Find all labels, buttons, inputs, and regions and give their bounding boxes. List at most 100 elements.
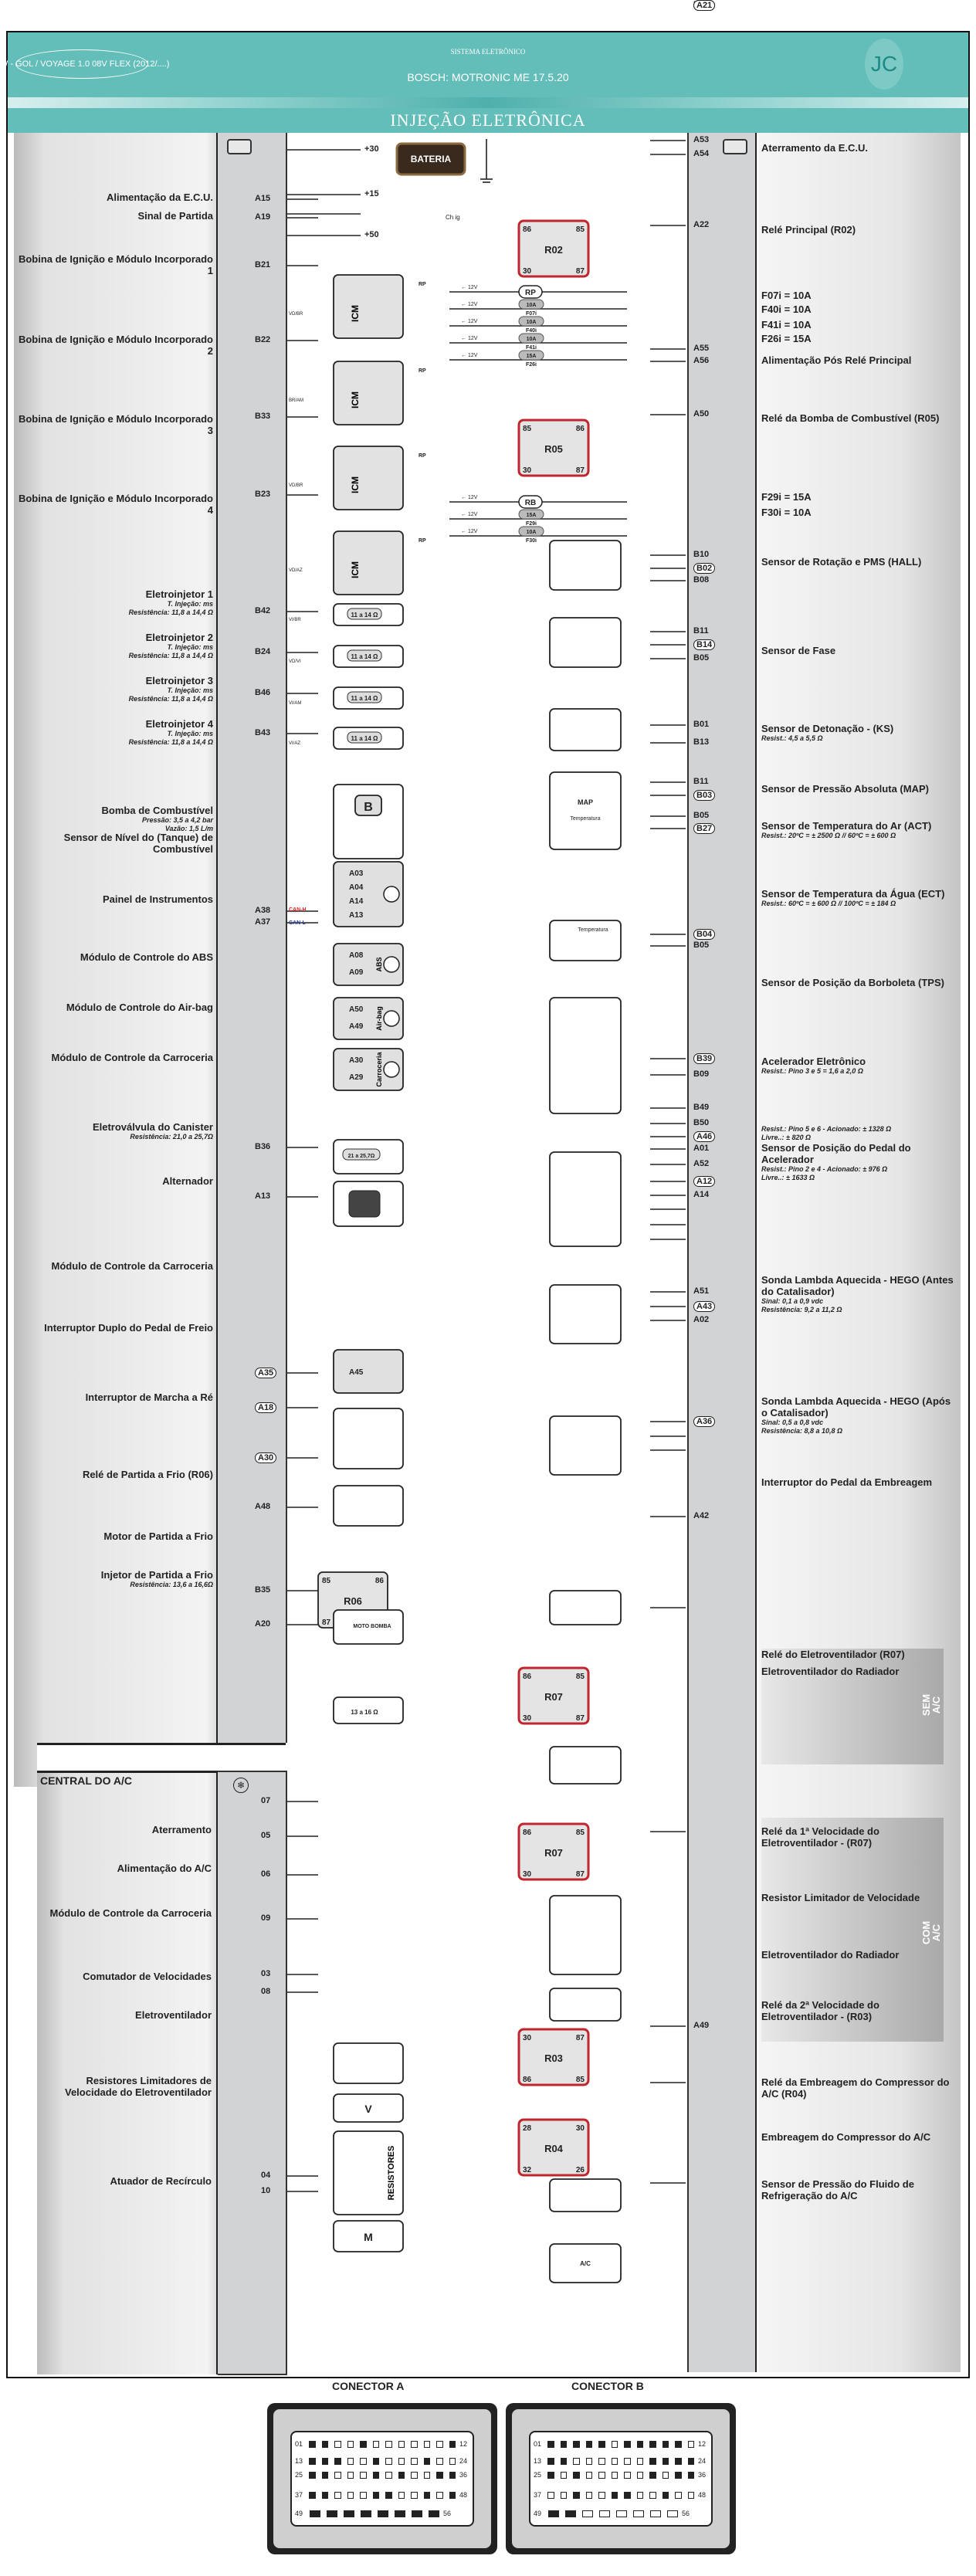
component-label: F07i = 10A xyxy=(761,290,954,301)
component-title: Sensor de Posição da Borboleta (TPS) xyxy=(761,977,944,988)
transistor-icon xyxy=(383,1061,400,1078)
relay-r02 xyxy=(517,219,590,278)
ecu-pin-a20: A20 xyxy=(255,1619,271,1629)
pin-row-end: 24 xyxy=(698,2457,707,2465)
pin-used xyxy=(360,2440,367,2448)
pin-used xyxy=(547,2457,554,2465)
pin-empty xyxy=(411,2491,418,2499)
component-label: Interruptor de Marcha a Ré xyxy=(14,1391,216,1403)
component-label: Aterramento da E.C.U. xyxy=(761,142,954,154)
ac-component-label: Aterramento xyxy=(151,1824,212,1835)
lambda-sensor-2 xyxy=(549,1415,622,1476)
module-pin: A03 xyxy=(349,869,364,878)
module-pin: A04 xyxy=(349,883,364,892)
component-label: Sensor de Nível do (Tanque) de Combustív… xyxy=(14,832,216,855)
pin-row-end: 12 xyxy=(459,2440,468,2448)
component-label: Módulo de Controle da Carroceria xyxy=(14,1260,216,1272)
pin-empty xyxy=(411,2457,418,2465)
injector-resistance: 11 a 14 Ω xyxy=(351,612,378,619)
component-label: Módulo de Controle da Carroceria xyxy=(14,1052,216,1063)
wire-color: VI/AZ xyxy=(289,741,300,746)
cold-start-injector xyxy=(333,1696,404,1724)
module-air-bag xyxy=(333,997,404,1040)
component-label: Bobina de Ignição e Módulo Incorporado 3 xyxy=(14,413,216,436)
component-label: Relé da Bomba de Combustível (R05) xyxy=(761,412,954,424)
component-label: Relé do Eletroventilador (R07) xyxy=(761,1649,954,1660)
component-label: Módulo de Controle do ABS xyxy=(14,951,216,963)
component-title: Eletroinjetor 1 xyxy=(145,588,213,600)
component-title: Alimentação Pós Relé Principal xyxy=(761,354,912,366)
component-title: Bobina de Ignição e Módulo Incorporado 3 xyxy=(18,413,213,436)
component-label: Eletroventilador do Radiador xyxy=(761,1949,954,1961)
ecu-pin-b10: B10 xyxy=(693,550,710,559)
pin-used xyxy=(675,2471,682,2479)
temperature-label: Temperatura xyxy=(570,816,600,822)
ecu-pin-a21: A21 xyxy=(693,0,716,11)
can-l-label: CAN-L xyxy=(289,920,306,926)
ac-pin-10: 10 xyxy=(261,2186,271,2195)
ecu-left-strip xyxy=(218,133,287,1743)
component-title: Resistor Limitador de Velocidade xyxy=(761,1892,920,1903)
relay-pin: 30 xyxy=(576,2124,585,2133)
component-title: Motor de Partida a Frio xyxy=(103,1530,213,1542)
ac-speed-switch xyxy=(333,2042,404,2084)
pin-empty xyxy=(398,2457,405,2465)
fuse-id: F30i xyxy=(526,538,537,544)
pin-row-start: 49 xyxy=(295,2510,303,2517)
pin-empty xyxy=(547,2491,554,2499)
relay-id: R07 xyxy=(544,1691,563,1703)
fuse xyxy=(518,333,544,344)
pin-used xyxy=(548,2510,559,2517)
component-title: Sensor de Fase xyxy=(761,645,836,656)
snowflake-icon: ❄ xyxy=(233,1778,249,1793)
pin-used xyxy=(624,2491,631,2499)
pin-row-start: 01 xyxy=(295,2440,303,2448)
recirc-actuator xyxy=(333,2220,404,2252)
pin-used xyxy=(649,2440,656,2448)
ac-component-label: Eletroventilador xyxy=(135,2009,212,2021)
relay-pin: 86 xyxy=(375,1577,385,1585)
pin-used xyxy=(687,2471,694,2479)
component-title: Relé da 2ª Velocidade do Eletroventilado… xyxy=(761,1999,879,2022)
ecu-pin-b05: B05 xyxy=(693,941,710,950)
component-title: Bomba de Combustível xyxy=(101,805,213,816)
component-title: Sensor de Detonação - (KS) xyxy=(761,723,894,734)
relay-pin: 30 xyxy=(523,1714,532,1723)
component-spec: Resist.: Pino 2 e 4 - Acionado: ± 976 Ω xyxy=(761,1165,888,1173)
component-spec: Vazão: 1,5 L/m xyxy=(164,825,213,832)
pin-empty xyxy=(611,2471,618,2479)
transistor-icon xyxy=(383,886,400,903)
relay-pin: 26 xyxy=(576,2166,585,2174)
ac-pressure-sensor xyxy=(549,2243,622,2283)
component-label: Alimentação da E.C.U. xyxy=(14,192,216,203)
pin-empty xyxy=(560,2471,567,2479)
engine-icon xyxy=(227,139,252,154)
pin-used xyxy=(412,2510,422,2517)
pin-empty xyxy=(585,2457,592,2465)
com-ac-panel xyxy=(761,1818,944,2042)
component-label: Sensor de Pressão do Fluido de Refrigera… xyxy=(761,2178,954,2201)
component-title: F07i = 10A xyxy=(761,290,812,301)
radiator-fan-2 xyxy=(549,1988,622,2022)
fuse-id: F41i xyxy=(526,345,537,351)
fuel-pump-module xyxy=(333,784,404,859)
pin-empty xyxy=(385,2440,392,2448)
sem-ac-badge: SEM A/C xyxy=(920,1693,942,1717)
component-title: Interruptor de Marcha a Ré xyxy=(85,1391,213,1403)
ac-sensor-label: A/C xyxy=(580,2260,591,2267)
component-spec: Livre..: ± 1633 Ω xyxy=(761,1174,815,1181)
component-label: F26i = 15A xyxy=(761,333,954,344)
relay-pin: 86 xyxy=(523,2076,532,2084)
pin-empty xyxy=(372,2440,379,2448)
component-title: Sensor de Temperatura do Ar (ACT) xyxy=(761,820,932,832)
pin-row-end: 48 xyxy=(459,2491,468,2499)
component-label: Sonda Lambda Aquecida - HEGO (Antes do C… xyxy=(761,1274,954,1314)
pin-empty xyxy=(449,2457,456,2465)
knock-sensor xyxy=(549,708,622,751)
pin-empty xyxy=(398,2440,405,2448)
component-title: Interruptor Duplo do Pedal de Freio xyxy=(44,1322,213,1334)
voltage-label: ← 12V xyxy=(461,319,478,324)
